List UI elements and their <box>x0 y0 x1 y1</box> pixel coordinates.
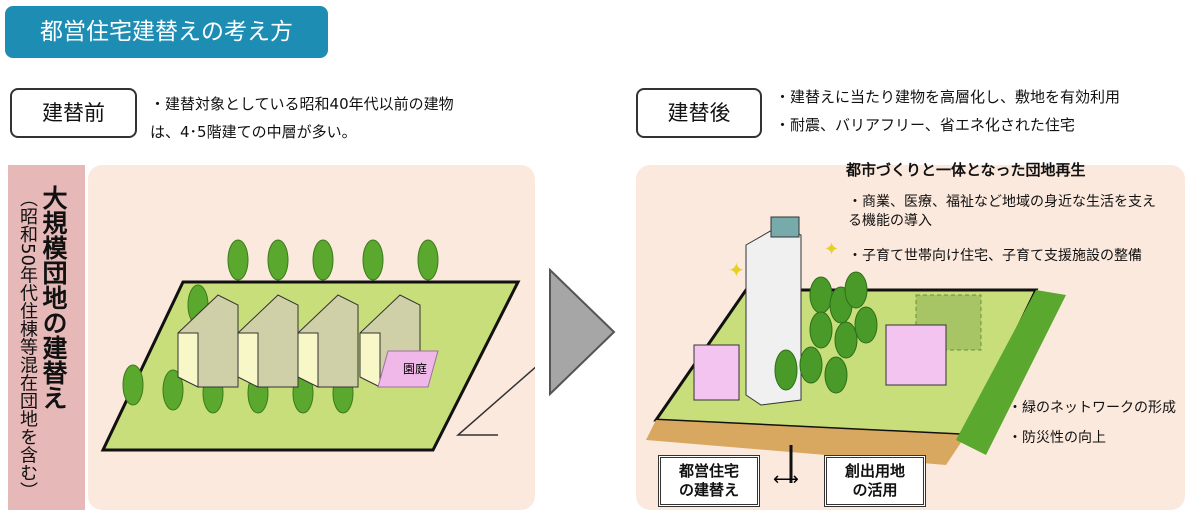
caption-rebuild: 都営住宅 の建替え <box>658 455 760 507</box>
before-panel: 園庭 <box>88 165 539 510</box>
sparkle-icon: ✦ <box>824 239 839 260</box>
before-label: 建替前 <box>10 88 137 138</box>
side-sub-text: （昭和50年代住棟等混在団地を含む） <box>17 189 38 500</box>
after-bullet2: ・子育て世帯向け住宅、子育て支援施設の整備 <box>848 248 1142 264</box>
green-network-text: ・緑のネットワークの形成 <box>1008 400 1176 416</box>
side-main-text: 大規模団地の建替え <box>39 185 68 410</box>
mid-rise-buildings <box>177 294 421 388</box>
facility-building <box>885 324 947 386</box>
low-building-left <box>693 344 740 401</box>
green-belt <box>956 290 1066 455</box>
page-title: 都営住宅建替えの考え方 <box>5 6 328 58</box>
after-illustration: ✦ ✦ ⟷ <box>646 216 1066 490</box>
after-description: ・建替えに当たり建物を高層化し、敷地を有効利用 ・耐震、バリアフリー、省エネ化さ… <box>775 83 1120 139</box>
sidewalk <box>646 420 966 465</box>
caption-land-line1: 創出用地 <box>844 462 905 480</box>
caption-rebuild-line1: 都営住宅 <box>678 462 739 480</box>
after-desc-line2: ・耐震、バリアフリー、省エネ化された住宅 <box>775 116 1075 134</box>
bullet1-line1: ・商業、医療、福祉など地域の身近な生活を支え <box>848 194 1156 210</box>
before-description: ・建替対象としている昭和40年代以前の建物 は、4･5階建ての中層が多い。 <box>150 90 454 146</box>
caption-land-use: 創出用地 の活用 <box>824 455 926 507</box>
before-illustration: 園庭 <box>100 239 539 452</box>
trees <box>774 271 878 394</box>
disaster-text: ・防災性の向上 <box>1008 430 1106 446</box>
road-line <box>456 364 539 436</box>
before-desc-line1: ・建替対象としている昭和40年代以前の建物 <box>150 95 454 113</box>
transition-arrow <box>549 268 616 397</box>
garden-area <box>377 350 439 388</box>
double-arrow-icon: ⟷ <box>773 469 799 490</box>
after-bullet1: ・商業、医療、福祉など地域の身近な生活を支え る機能の導入 <box>848 193 1156 231</box>
bullet1-line2: る機能の導入 <box>848 213 932 229</box>
after-label: 建替後 <box>636 88 762 138</box>
sparkle-icon: ✦ <box>728 258 745 282</box>
after-heading: 都市づくりと一体となった団地再生 <box>846 161 1086 179</box>
caption-rebuild-line2: の建替え <box>678 481 739 499</box>
caption-land-line2: の活用 <box>852 481 898 499</box>
solar-panel <box>770 216 800 238</box>
trees <box>122 239 439 414</box>
before-desc-line2: は、4･5階建ての中層が多い。 <box>150 123 357 141</box>
side-label-bar: 大規模団地の建替え （昭和50年代住棟等混在団地を含む） <box>8 165 85 510</box>
garden-label: 園庭 <box>403 361 427 376</box>
after-desc-line1: ・建替えに当たり建物を高層化し、敷地を有効利用 <box>775 88 1121 106</box>
after-panel: ✦ ✦ ⟷ 都市づくりと一体となった団地再生 ・商業、医療、福祉など地域の身近な… <box>636 161 1185 510</box>
